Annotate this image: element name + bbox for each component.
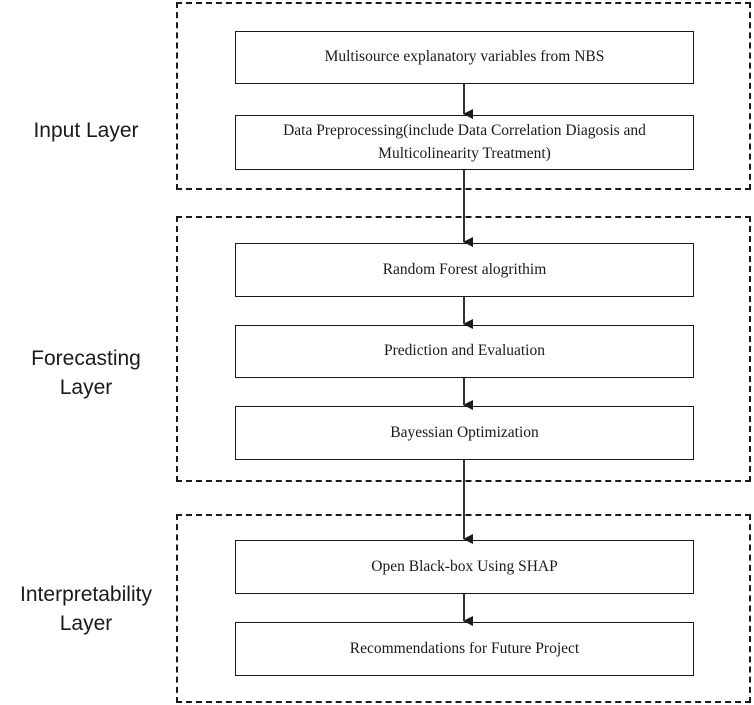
interpretability-layer-label: Interpretability Layer — [20, 583, 152, 636]
prediction-evaluation-box: Prediction and Evaluation — [235, 325, 694, 378]
forecasting-layer-label: Forecasting Layer — [31, 347, 141, 400]
multisource-variables-box: Multisource explanatory variables from N… — [235, 31, 694, 84]
input-layer-label: Input Layer — [33, 119, 139, 142]
shap-box: Open Black-box Using SHAP — [235, 540, 694, 594]
bayesian-optimization-box: Bayessian Optimization — [235, 406, 694, 460]
random-forest-box: Random Forest alogrithim — [235, 243, 694, 297]
data-preprocessing-box: Data Preprocessing(include Data Correlat… — [235, 115, 694, 170]
recommendations-box: Recommendations for Future Project — [235, 622, 694, 676]
